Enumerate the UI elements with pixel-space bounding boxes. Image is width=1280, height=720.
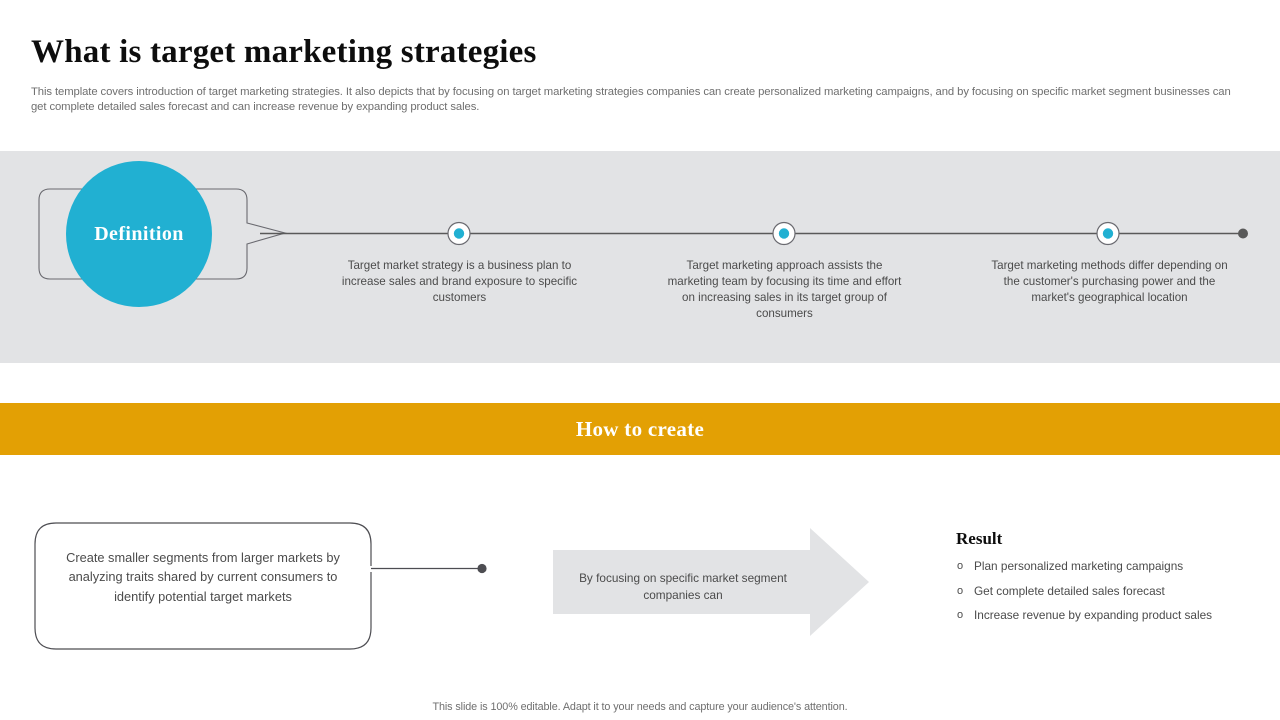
result-title: Result xyxy=(956,529,1003,548)
result-item-label: Plan personalized marketing campaigns xyxy=(974,559,1184,573)
focus-arrow xyxy=(550,528,872,636)
connector-end-dot xyxy=(477,563,487,574)
timeline-axis xyxy=(260,218,1250,250)
definition-label: Definition xyxy=(94,222,184,245)
result-item-label: Get complete detailed sales forecast xyxy=(974,583,1165,598)
timeline-marker-3 xyxy=(1096,221,1120,246)
bullet-circle-icon: o xyxy=(957,560,964,572)
timeline-marker-1 xyxy=(447,221,471,246)
timeline-band xyxy=(0,151,1280,363)
create-step-box-shape xyxy=(34,522,372,650)
bullet-circle-icon: o xyxy=(957,584,964,597)
definition-circle xyxy=(66,161,212,307)
result-item: o Increase revenue by expanding product … xyxy=(957,608,1257,633)
focus-arrow-text: By focusing on specific market segment c… xyxy=(579,571,787,602)
connector-svg xyxy=(371,563,487,574)
timeline-marker-2 xyxy=(772,221,796,246)
how-to-create-banner: How to create xyxy=(0,403,1280,455)
step-to-arrow-connector xyxy=(360,540,500,600)
result-list: o Plan personalized marketing campaigns … xyxy=(957,559,1257,633)
page-subtitle: This template covers introduction of tar… xyxy=(31,86,1231,113)
page-title: What is target marketing strategies xyxy=(31,34,537,70)
definition-callout-shape xyxy=(38,188,288,280)
create-step-text: Create smaller segments from larger mark… xyxy=(66,550,340,604)
definition-callout xyxy=(38,188,313,280)
timeline-node-2: Target marketing approach assists the ma… xyxy=(667,259,902,320)
create-step-box xyxy=(34,522,373,650)
result-item: o Get complete detailed sales forecast xyxy=(957,584,1257,609)
timeline-end-dot xyxy=(1238,228,1248,239)
bullet-circle-icon: o xyxy=(957,609,964,621)
footer-note: This slide is 100% editable. Adapt it to… xyxy=(432,701,848,713)
banner-title: How to create xyxy=(575,416,705,441)
focus-arrow-shape xyxy=(553,528,869,636)
timeline-node-3: Target marketing methods differ dependin… xyxy=(991,259,1228,304)
result-item: o Plan personalized marketing campaigns xyxy=(957,559,1257,584)
result-item-label: Increase revenue by expanding product sa… xyxy=(974,608,1213,622)
timeline-axis-svg xyxy=(260,221,1248,246)
timeline-node-1: Target market strategy is a business pla… xyxy=(341,259,578,304)
